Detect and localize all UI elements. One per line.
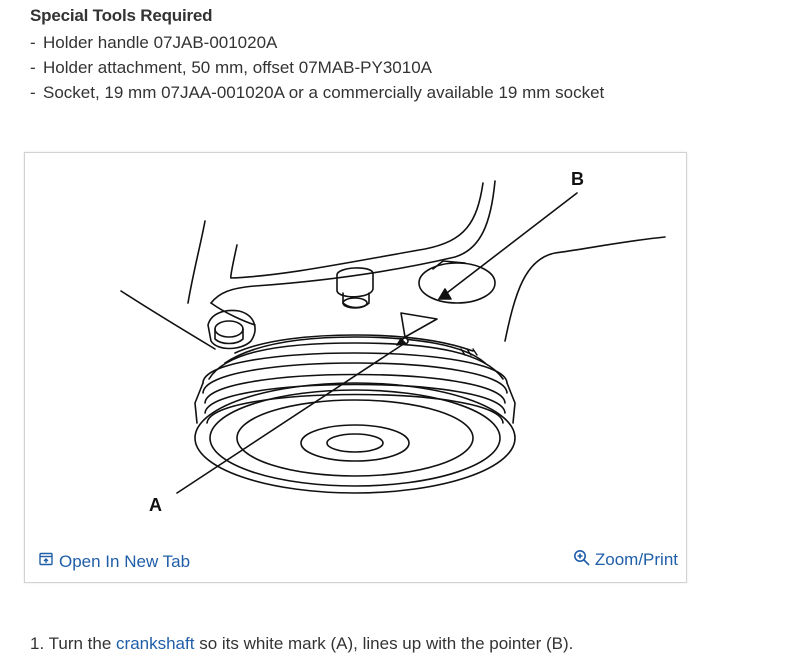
zoom-print-link[interactable]: Zoom/Print (573, 549, 678, 570)
engine-block-outline (230, 182, 484, 279)
crankshaft-pulley-illustration (120, 180, 666, 494)
pointer-triangle (400, 312, 438, 338)
list-dash: - (30, 83, 36, 102)
tools-list: -Holder handle 07JAB-001020A -Holder att… (30, 30, 604, 105)
tool-text: Socket, 19 mm 07JAA-001020A or a commerc… (43, 83, 605, 102)
list-dash: - (30, 58, 36, 77)
pulley-grooves (202, 352, 508, 384)
step-number: 1. (30, 634, 45, 653)
list-dash: - (30, 33, 36, 52)
engine-block-outline (210, 180, 496, 304)
magnifier-zoom-icon (573, 549, 591, 567)
round-cover (418, 262, 496, 304)
engine-block-outline (210, 302, 256, 326)
open-new-tab-icon (39, 552, 53, 568)
step-text-before: Turn the (48, 634, 112, 653)
tool-text: Holder handle 07JAB-001020A (43, 33, 278, 52)
tool-item: -Socket, 19 mm 07JAA-001020A or a commer… (30, 80, 604, 105)
bolt (336, 267, 374, 298)
crankshaft-link[interactable]: crankshaft (116, 634, 195, 653)
figure-label-a: A (149, 495, 162, 515)
figure-footer: Open In New Tab Zoom/Print (25, 548, 686, 582)
pulley-hub (300, 424, 410, 462)
mounting-boss (207, 309, 256, 350)
engine-block-outline (504, 236, 666, 342)
instruction-step: 1. Turn the crankshaft so its white mark… (30, 634, 573, 654)
engine-block-outline (120, 290, 216, 350)
zoom-print-label: Zoom/Print (594, 550, 678, 569)
timing-mark-ticks (460, 348, 478, 356)
pulley-rim (194, 382, 516, 494)
mounting-bolt-head (214, 320, 244, 338)
tool-item: -Holder attachment, 50 mm, offset 07MAB-… (30, 55, 604, 80)
open-in-new-tab-label: Open In New Tab (59, 552, 191, 571)
figure-container: B A Open In New Tab Zoom/Print (24, 152, 687, 583)
leader-line-a (176, 342, 406, 494)
tool-text: Holder attachment, 50 mm, offset 07MAB-P… (43, 58, 432, 77)
section-heading: Special Tools Required (30, 6, 213, 25)
engine-block-outline (187, 220, 206, 304)
leader-line-b (438, 192, 578, 300)
open-in-new-tab-link[interactable]: Open In New Tab (39, 552, 190, 572)
step-text-after: so its white mark (A), lines up with the… (199, 634, 574, 653)
figure-label-b: B (571, 169, 584, 189)
tool-item: -Holder handle 07JAB-001020A (30, 30, 604, 55)
